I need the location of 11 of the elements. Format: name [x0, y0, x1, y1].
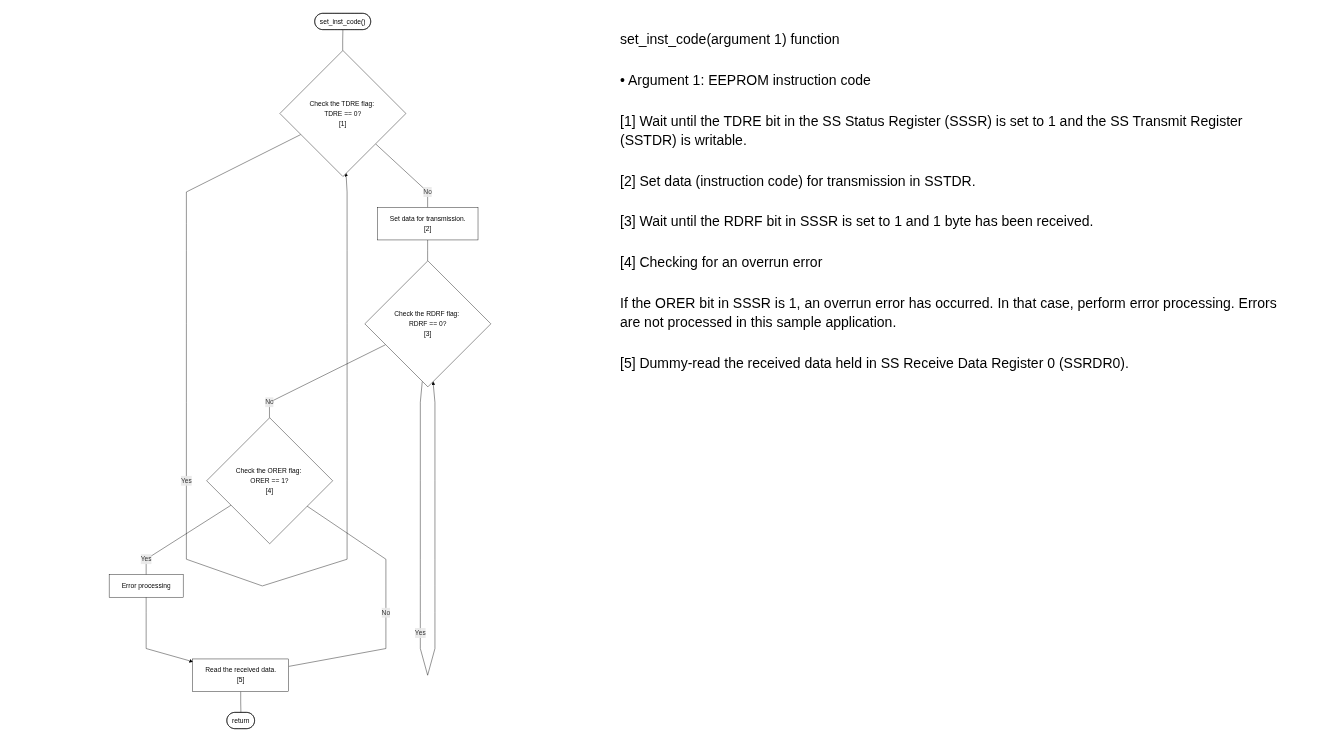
- note-text: [5] Dummy-read the received data held in SS Receive Data Register 0 (SSRDR0).: [620, 354, 1130, 373]
- note-text: [2] Set data (instruction code) for transmission in SSTDR.: [620, 171, 977, 191]
- note-text: [4] Checking for an overrun error: [620, 253, 824, 273]
- note-text: If the ORER bit in SSSR is 1, an overrun error has occurred. In that case, perform error processing. Errors are not processed in this sample application.: [620, 294, 1278, 332]
- note-text: [1] Wait until the TDRE bit in the SS Status Register (SSSR) is set to 1 and the SS Transmit Register (SSTDR) is writable.: [620, 111, 1244, 150]
- note-text: [3] Wait until the RDRF bit in SSSR is set to 1 and 1 byte has been received.: [620, 212, 1095, 232]
- connector: [240, 691, 242, 713]
- note-text: • Argument 1: EEPROM instruction code: [620, 70, 872, 90]
- arrow: [186, 134, 349, 587]
- connector: [342, 29, 344, 51]
- note-text: set_inst_code(argument 1) function: [620, 30, 841, 49]
